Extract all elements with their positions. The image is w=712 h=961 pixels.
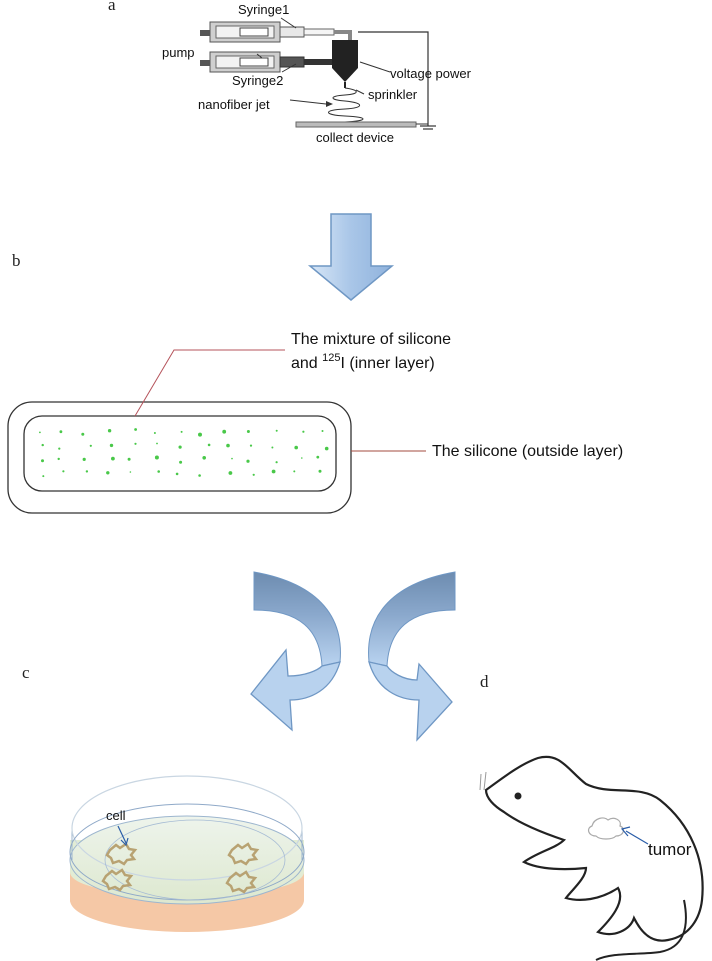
- isotope-dot: [154, 455, 159, 460]
- tumor-label: tumor: [648, 840, 692, 859]
- isotope-dot: [207, 443, 211, 447]
- isotope-dot: [202, 456, 206, 460]
- isotope-dot: [39, 431, 41, 434]
- isotope-dot: [231, 457, 233, 460]
- panel-a: a: [108, 0, 472, 145]
- isotope-dot: [321, 430, 324, 432]
- curved-arrow-right: [368, 571, 456, 742]
- isotope-dot: [127, 457, 131, 461]
- seed-inner-layer: [23, 415, 337, 492]
- isotope-dot: [271, 469, 276, 474]
- panel-c-label: c: [22, 663, 30, 682]
- panel-b-label: b: [12, 251, 21, 270]
- isotope-dot: [175, 472, 179, 476]
- isotope-dot: [301, 457, 303, 459]
- isotope-dot: [302, 430, 305, 433]
- isotope-dot: [89, 444, 92, 447]
- curved-arrow-left: [250, 571, 341, 732]
- isotope-dots: [39, 428, 329, 478]
- isotope-dot: [198, 474, 201, 477]
- mouse-eye: [514, 792, 522, 800]
- syringe1-label: Syringe1: [238, 2, 289, 17]
- panel-a-label: a: [108, 0, 116, 14]
- inner-layer-label-line2: and 125I (inner layer): [291, 352, 435, 372]
- collect-device-plate: [295, 121, 417, 128]
- mouse: [479, 755, 704, 961]
- syringe2-label: Syringe2: [232, 73, 283, 88]
- isotope-dot: [81, 432, 85, 436]
- isotope-dot: [59, 430, 63, 434]
- inner-layer-label-line1: The mixture of silicone: [291, 331, 451, 348]
- collect-device-label: collect device: [316, 130, 394, 145]
- isotope-dot: [85, 470, 89, 473]
- isotope-dot: [82, 457, 86, 461]
- isotope-dot: [179, 460, 183, 464]
- voltage-power-label: voltage power: [390, 66, 472, 81]
- pump-label: pump: [162, 45, 195, 60]
- sprinkler-label: sprinkler: [368, 87, 418, 102]
- panel-b: b The mixture of silicone and 125I (inne…: [7, 251, 623, 514]
- isotope-dot: [134, 442, 137, 445]
- isotope-dot: [246, 430, 250, 433]
- isotope-dot: [293, 470, 296, 473]
- isotope-dot: [316, 455, 320, 459]
- isotope-dot: [252, 473, 255, 476]
- cell-4: [225, 870, 258, 894]
- isotope-dot: [57, 457, 60, 461]
- isotope-dot: [249, 444, 253, 447]
- isotope-dot: [156, 442, 158, 445]
- tumor: [587, 817, 625, 840]
- isotope-dot: [222, 429, 227, 434]
- cell-label: cell: [106, 808, 126, 823]
- isotope-dot: [42, 475, 45, 478]
- isotope-dot: [275, 429, 278, 432]
- down-arrow: [307, 213, 395, 301]
- isotope-dot: [180, 430, 183, 433]
- panel-d-label: d: [480, 672, 489, 691]
- isotope-dot: [324, 446, 329, 451]
- sprinkler: [332, 40, 358, 88]
- isotope-dot: [134, 428, 138, 431]
- isotope-dot: [271, 446, 274, 449]
- inner-layer-leader: [134, 349, 285, 417]
- syringe-2: [200, 51, 334, 73]
- isotope-dot: [106, 471, 110, 475]
- isotope-dot: [58, 447, 61, 450]
- nanofiber-jet: [328, 87, 364, 123]
- isotope-dot: [62, 470, 65, 473]
- syringe-1: [200, 21, 335, 43]
- isotope-dot: [178, 445, 182, 449]
- isotope-dot: [198, 432, 202, 437]
- isotope-dot: [228, 471, 233, 475]
- petri-dish: [69, 775, 305, 932]
- panel-c: c cell: [22, 663, 305, 932]
- isotope-dot: [153, 432, 156, 434]
- cell-1: [105, 842, 138, 866]
- isotope-dot: [318, 469, 322, 473]
- isotope-dot: [226, 443, 230, 448]
- nanofiber-jet-label: nanofiber jet: [198, 97, 270, 112]
- isotope-dot: [107, 429, 112, 433]
- isotope-dot: [294, 445, 299, 450]
- outer-layer-label: The silicone (outside layer): [432, 443, 623, 460]
- isotope-dot: [111, 456, 115, 461]
- isotope-dot: [157, 470, 160, 473]
- cell-2: [227, 842, 260, 866]
- isotope-dot: [246, 459, 250, 463]
- isotope-dot: [41, 443, 44, 447]
- cells: [101, 842, 260, 894]
- isotope-dot: [275, 461, 278, 464]
- isotope-dot: [129, 471, 132, 473]
- isotope-dot: [41, 459, 44, 463]
- panel-d: d tumor: [479, 672, 704, 961]
- isotope-dot: [109, 443, 114, 448]
- cell-3: [101, 868, 134, 892]
